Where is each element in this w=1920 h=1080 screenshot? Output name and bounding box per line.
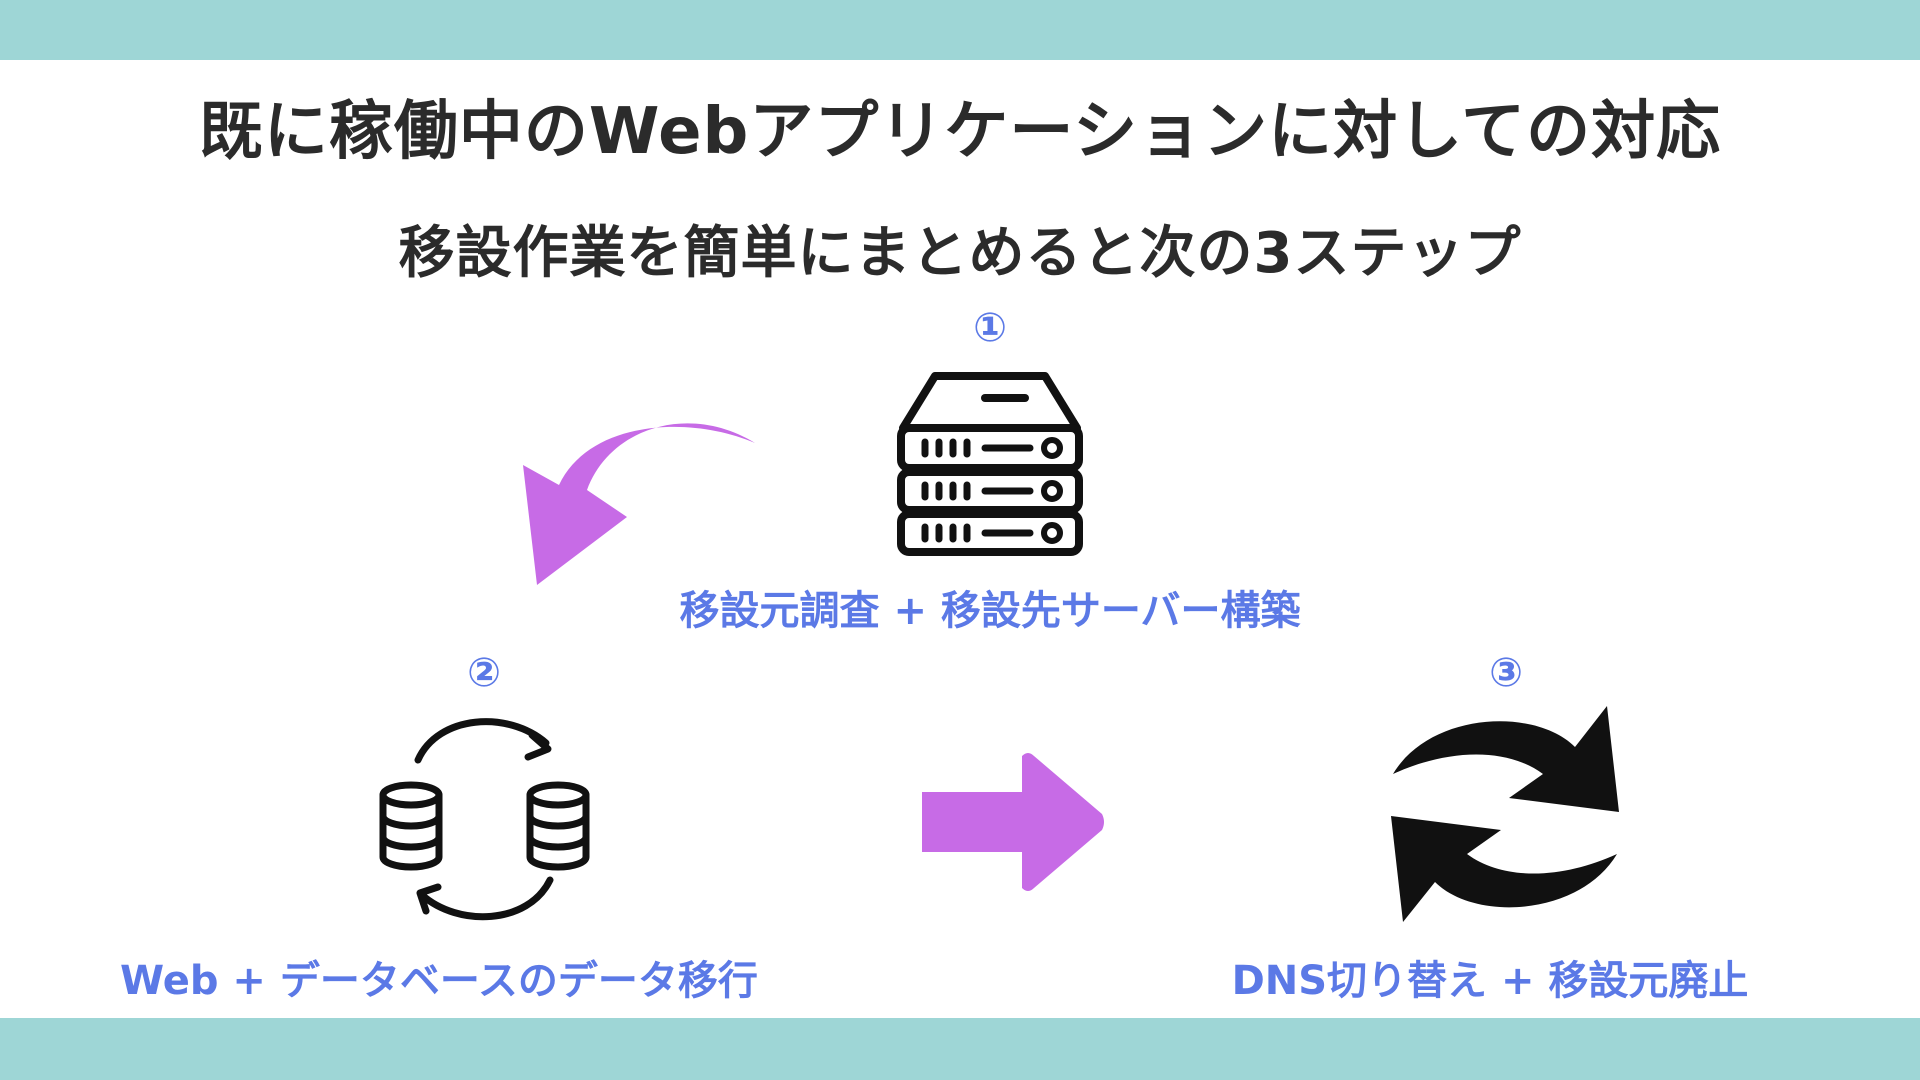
step-2-label: Web + データベースのデータ移行: [120, 958, 758, 1004]
right-arrow-icon: [922, 753, 1104, 891]
server-rack-icon: [897, 372, 1083, 556]
step-1-number: ①: [973, 305, 1007, 351]
bottom-band: [0, 1018, 1920, 1080]
top-band: [0, 0, 1920, 60]
step-3-label: DNS切り替え + 移設元廃止: [1231, 958, 1749, 1004]
step-3-number: ③: [1489, 650, 1523, 696]
step-2-number: ②: [467, 650, 501, 696]
curved-arrow-icon: [523, 423, 755, 585]
page-title: 既に稼働中のWebアプリケーションに対しての対応: [198, 95, 1722, 169]
page-subtitle: 移設作業を簡単にまとめると次の3ステップ: [398, 221, 1522, 286]
refresh-arrows-icon: [1391, 706, 1619, 922]
database-sync-icon: [379, 718, 590, 921]
step-1-label: 移設元調査 + 移設先サーバー構築: [679, 588, 1301, 634]
